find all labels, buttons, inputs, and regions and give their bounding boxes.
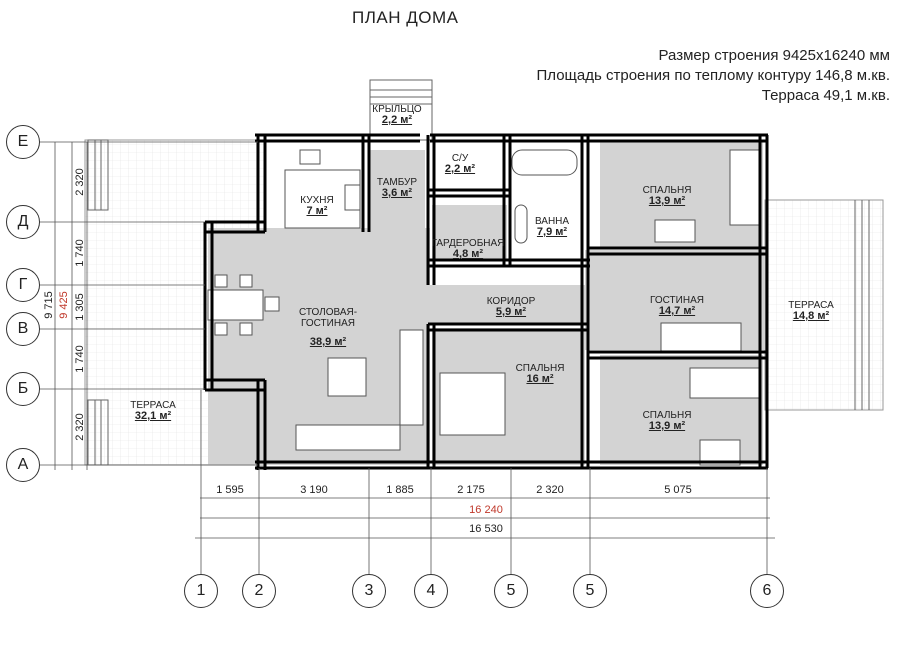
dim-h-outer-total: 16 530 — [469, 523, 503, 535]
dim-v-4: 1 740 — [74, 345, 86, 373]
axis-col-6: 6 — [750, 574, 784, 608]
dim-v-inner-total: 9 425 — [58, 291, 70, 319]
dim-v-3: 1 305 — [74, 293, 86, 321]
axis-row-g: Г — [6, 268, 40, 302]
axis-col-5b: 5 — [573, 574, 607, 608]
axis-col-5a: 5 — [494, 574, 528, 608]
dim-h-5: 2 320 — [536, 484, 564, 496]
axis-row-a: А — [6, 448, 40, 482]
axis-row-v: В — [6, 312, 40, 346]
axis-col-2: 2 — [242, 574, 276, 608]
terrace-right — [764, 199, 884, 411]
dim-v-outer-total: 9 715 — [43, 291, 55, 319]
dim-h-3: 1 885 — [386, 484, 414, 496]
dim-h-1: 1 595 — [216, 484, 244, 496]
terrace-area: Терраса 49,1 м.кв. — [761, 87, 890, 104]
dim-v-1: 2 320 — [74, 168, 86, 196]
axis-row-b: Б — [6, 372, 40, 406]
dim-h-2: 3 190 — [300, 484, 328, 496]
dim-h-6: 5 075 — [664, 484, 692, 496]
plan-title: ПЛАН ДОМА — [352, 8, 459, 27]
axis-col-1: 1 — [184, 574, 218, 608]
dim-v-2: 1 740 — [74, 239, 86, 267]
dim-h-inner-total: 16 240 — [469, 504, 503, 516]
axis-row-e: Е — [6, 125, 40, 159]
axis-row-d: Д — [6, 205, 40, 239]
dim-v-5: 2 320 — [74, 413, 86, 441]
axis-col-4: 4 — [414, 574, 448, 608]
building-size: Размер строения 9425x16240 мм — [658, 47, 890, 64]
building-area: Площадь строения по теплому контуру 146,… — [536, 67, 890, 84]
dim-h-4: 2 175 — [457, 484, 485, 496]
axis-col-3: 3 — [352, 574, 386, 608]
